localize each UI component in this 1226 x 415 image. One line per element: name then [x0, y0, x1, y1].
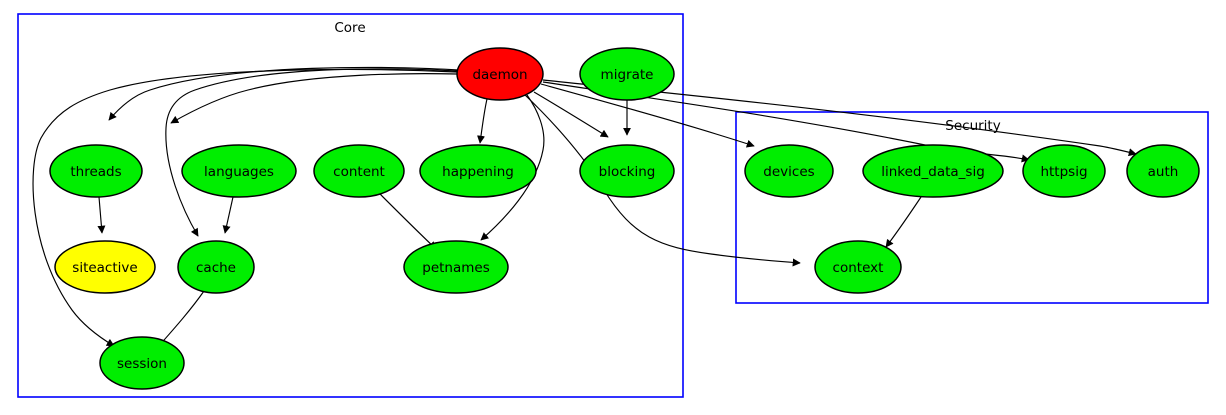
node-petnames[interactable]: petnames [403, 240, 509, 294]
node-happening[interactable]: happening [419, 144, 537, 198]
edge-daemon-to-content [170, 73, 458, 124]
node-label-content: content [333, 164, 385, 180]
node-blocking[interactable]: blocking [579, 144, 675, 198]
node-shape-cache[interactable] [177, 240, 255, 294]
node-languages[interactable]: languages [181, 144, 297, 198]
node-shape-blocking[interactable] [579, 144, 675, 198]
node-shape-context[interactable] [814, 240, 902, 294]
node-shape-petnames[interactable] [403, 240, 509, 294]
node-label-auth: auth [1148, 164, 1179, 180]
cluster-label-core: Core [334, 20, 365, 36]
node-shape-session[interactable] [99, 336, 185, 390]
edge-cache-to-session [156, 290, 205, 349]
cluster-security: Security [735, 111, 1209, 304]
node-shape-daemon[interactable] [456, 47, 544, 101]
node-devices[interactable]: devices [744, 144, 834, 198]
nodes-group: daemon migrate threads languages content happ… [49, 47, 1200, 390]
node-label-languages: languages [204, 164, 274, 180]
edge-daemon-to-devices [540, 83, 755, 148]
edge-linked_data_sig-to-context [885, 196, 922, 248]
node-label-happening: happening [442, 164, 514, 180]
edge-threads-to-siteactive [97, 196, 106, 234]
node-migrate[interactable]: migrate [579, 47, 675, 101]
node-label-siteactive: siteactive [72, 260, 137, 276]
node-siteactive[interactable]: siteactive [54, 240, 156, 294]
node-auth[interactable]: auth [1126, 144, 1200, 198]
node-label-httpsig: httpsig [1040, 164, 1087, 180]
edges-group [32, 66, 1137, 349]
node-linked_data_sig[interactable]: linked_data_sig [862, 144, 1004, 198]
node-label-blocking: blocking [599, 164, 656, 180]
node-label-session: session [117, 356, 167, 372]
node-shape-happening[interactable] [419, 144, 537, 198]
node-content[interactable]: content [313, 144, 405, 198]
node-httpsig[interactable]: httpsig [1022, 144, 1106, 198]
node-shape-threads[interactable] [49, 144, 143, 198]
edge-daemon-to-petnames [480, 94, 545, 241]
node-label-cache: cache [196, 260, 236, 276]
node-shape-httpsig[interactable] [1022, 144, 1106, 198]
cluster-border-security [735, 111, 1209, 304]
edge-daemon-to-threads [108, 66, 459, 121]
edge-languages-to-cache [222, 196, 234, 234]
edge-daemon-to-cache [165, 68, 458, 237]
node-shape-migrate[interactable] [579, 47, 675, 101]
node-shape-linked_data_sig[interactable] [862, 144, 1004, 198]
node-session[interactable]: session [99, 336, 185, 390]
edge-daemon-to-languages [32, 68, 458, 347]
node-label-petnames: petnames [422, 260, 490, 276]
node-label-devices: devices [763, 164, 814, 180]
node-shape-auth[interactable] [1126, 144, 1200, 198]
node-label-threads: threads [70, 164, 121, 180]
edge-daemon-to-happening [477, 98, 488, 144]
node-cache[interactable]: cache [177, 240, 255, 294]
node-threads[interactable]: threads [49, 144, 143, 198]
edge-content-to-petnames [379, 193, 437, 250]
cluster-core: Core [17, 13, 684, 398]
cluster-border-core [17, 13, 684, 398]
node-shape-languages[interactable] [181, 144, 297, 198]
node-context[interactable]: context [814, 240, 902, 294]
node-label-linked_data_sig: linked_data_sig [881, 164, 985, 180]
node-shape-content[interactable] [313, 144, 405, 198]
node-shape-devices[interactable] [744, 144, 834, 198]
node-shape-siteactive[interactable] [54, 240, 156, 294]
node-daemon[interactable]: daemon [456, 47, 544, 101]
edge-daemon-to-blocking [533, 91, 609, 138]
node-label-daemon: daemon [472, 67, 527, 83]
edge-daemon-to-context [523, 93, 801, 267]
node-label-context: context [833, 260, 884, 276]
node-label-migrate: migrate [601, 67, 654, 83]
